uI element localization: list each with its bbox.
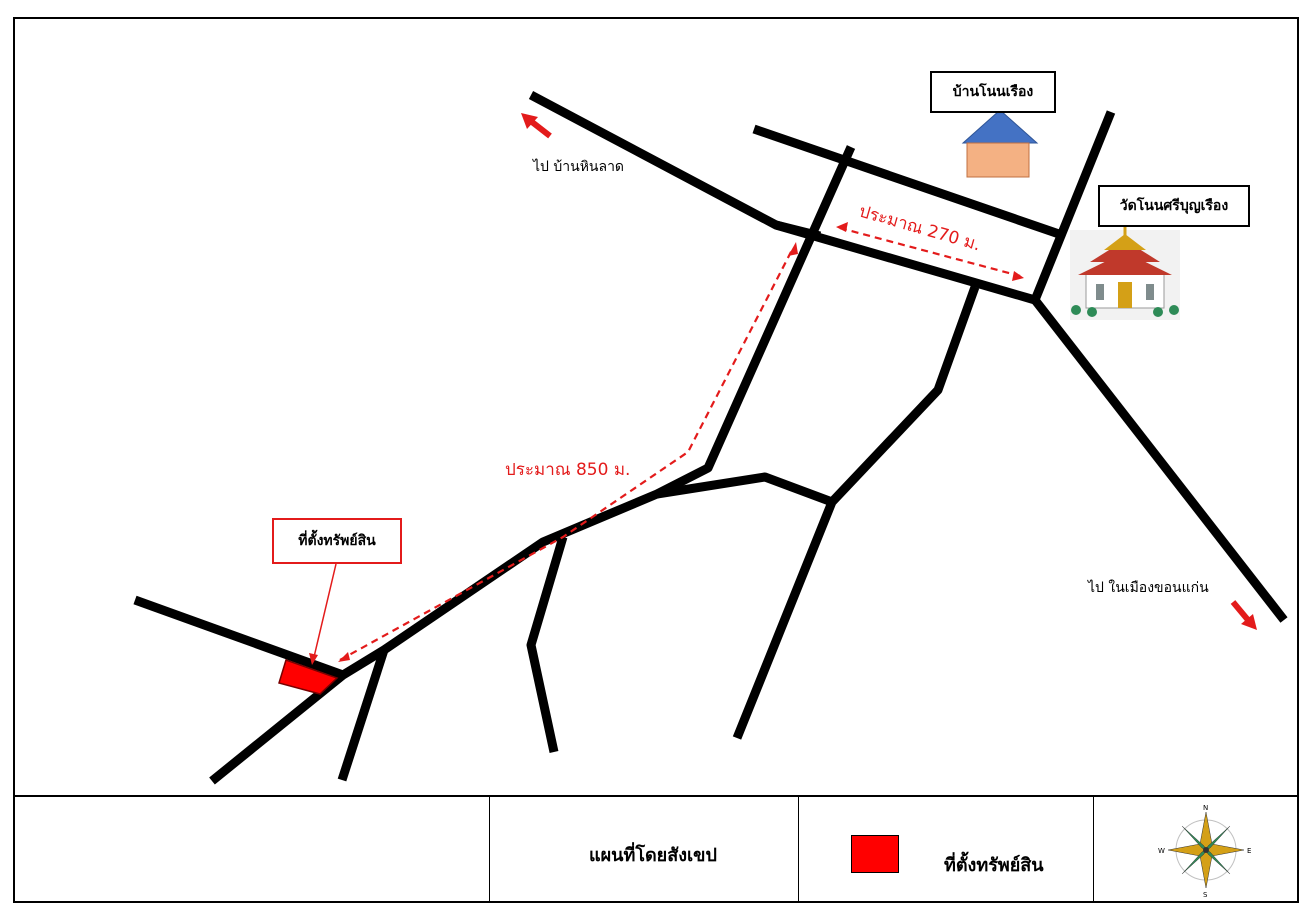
legend-cell-key: ที่ตั้งทรัพย์สิน (799, 797, 1094, 903)
direction-label-hinlat: ไป บ้านหินลาด (532, 158, 624, 175)
village-label: บ้านโนนเรือง (930, 71, 1056, 113)
compass-icon: N S E W (1158, 804, 1251, 899)
road-north-upper (752, 124, 1061, 239)
road-network (133, 91, 1288, 785)
road-south-branch-2 (526, 535, 568, 753)
legend-property-swatch (851, 835, 899, 873)
arrow-icon (521, 113, 552, 139)
temple-icon (1070, 222, 1180, 320)
compass-w: W (1158, 847, 1165, 855)
compass-e: E (1247, 847, 1251, 855)
road-east-vertical (1030, 110, 1116, 302)
arrow-icon (1230, 600, 1257, 630)
compass-s: S (1203, 891, 1208, 899)
distance-label-270: ประมาณ 270 ม. (857, 202, 983, 256)
road-east-branch (732, 285, 980, 740)
house-icon (961, 109, 1039, 178)
property-pointer (313, 563, 337, 658)
property-label: ที่ตั้งทรัพย์สิน (272, 518, 402, 564)
distance-label-850: ประมาณ 850 ม. (505, 460, 630, 480)
legend-cell-compass: N S E W (1094, 797, 1299, 903)
property-marker (278, 659, 339, 695)
direction-label-khonkaen: ไป ในเมืองขอนแก่น (1087, 579, 1209, 596)
legend-title: แผนที่โดยสังเขป (589, 845, 717, 866)
road-west-branch (133, 595, 345, 680)
road-north-lower (774, 220, 1037, 305)
road-middle-connector (656, 472, 834, 507)
legend-bar: แผนที่โดยสังเขป ที่ตั้งทรัพย์สิน N S E W (13, 795, 1299, 903)
compass-n: N (1203, 804, 1208, 812)
legend-cell-blank (13, 797, 490, 903)
map-frame (13, 17, 1299, 903)
distance-line-850 (339, 247, 794, 661)
legend-cell-title: แผนที่โดยสังเขป (490, 797, 799, 903)
road-to-khonkaen (1031, 297, 1288, 623)
road-south-branch-1 (337, 648, 389, 782)
legend-property-label: ที่ตั้งทรัพย์สิน (944, 855, 1044, 876)
temple-label: วัดโนนศรีบุญเรือง (1098, 185, 1250, 227)
